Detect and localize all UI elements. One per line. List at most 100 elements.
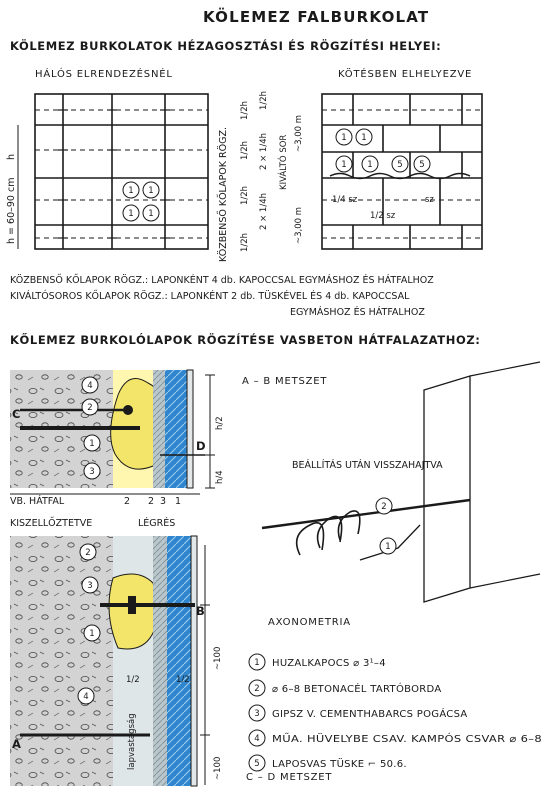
callout-1: 1 [361, 133, 366, 143]
section-letter: A [12, 737, 22, 751]
legend-item: 4 MŰA. HÜVELYBE CSAV. KAMPÓS CSVAR ⌀ 6–8 [248, 729, 542, 747]
dim-label: ~100 [213, 647, 223, 670]
legend-number-badge [248, 679, 266, 697]
callout-1-text: 1 [89, 629, 94, 639]
stone-slab [10, 536, 113, 786]
callout-4 [81, 376, 99, 394]
grid-left-dim: h [6, 154, 17, 160]
callout-5: 5 [397, 160, 402, 170]
callout-2 [79, 543, 97, 561]
axo-rod [261, 498, 471, 530]
section-cd: 2 3 1 4 B A lapvastagság 1/2 1/2 ~100 ~1… [10, 535, 332, 787]
legend-item: 1 HUZALKAPOCS ⌀ 3¹–4 [248, 653, 386, 671]
callout-1 [83, 624, 101, 642]
grid-left-mark: 1/2h [240, 141, 250, 160]
wall-label: VB. HÁTFAL [10, 495, 65, 507]
callout-3-text: 3 [89, 467, 94, 477]
callout-4 [77, 687, 95, 705]
grid-right-wave-joint [329, 172, 471, 180]
grid-left-label: HÁLÓS ELRENDEZÉSNÉL [35, 67, 173, 80]
callout-1: 1 [341, 160, 346, 170]
legend: 1 HUZALKAPOCS ⌀ 3¹–4 2 ⌀ 6–8 BETONACÉL T… [248, 653, 542, 772]
half-mark: 1/2 [176, 675, 190, 685]
callout-2-text: 2 [85, 548, 90, 558]
grid-left-callouts: 1 1 1 1 [122, 181, 160, 222]
grid-right-dim: 1/4 sz [332, 195, 358, 205]
callout-5: 5 [419, 160, 424, 170]
axo-wall-face [423, 375, 471, 603]
grid-left-side-mark: 1/2h [259, 91, 269, 110]
legend-item: 5 LAPOSVAS TÜSKE ⌐ 50.6. [248, 754, 407, 772]
callout-3 [81, 576, 99, 594]
callout-1: 1 [367, 160, 372, 170]
dim-label: h/2 [215, 416, 225, 430]
section-letter: C [12, 407, 21, 421]
callout-2-text: 2 [87, 403, 92, 413]
callout-1-text: 1 [89, 439, 94, 449]
callout-1: 1 [341, 133, 346, 143]
grid-right-dim: sz [425, 195, 434, 205]
section-ab: 4 2 1 3 C D h/2 h/4 A – B METSZET [10, 369, 327, 489]
grid-left-side-mark: 2 × 1/4h [259, 193, 269, 230]
axo-clip [295, 510, 361, 556]
anchor-plate [128, 596, 136, 614]
grid-left-vertical-note: KÖZBENSŐ KŐLAPOK RÖGZ. [218, 127, 229, 262]
vertical-note: lapvastagság [127, 713, 137, 770]
legend-number: 3 [254, 709, 259, 719]
callout-3-text: 3 [87, 581, 92, 591]
callout-1: 1 [128, 209, 133, 219]
axonometry: 2 1 BEÁLLÍTÁS UTÁN VISSZAHAJTVA AXONOMET… [261, 361, 541, 628]
legend-item: 3 GIPSZ V. CEMENTHABARCS POGÁCSA [248, 704, 468, 722]
drawing-subtitle: KÖLEMEZ BURKOLATOK HÉZAGOSZTÁSI ÉS RÖGZÍ… [10, 38, 441, 53]
half-mark: 1/2 [126, 675, 140, 685]
grid-left-mark: 1/2h [240, 101, 250, 120]
tolerance-label: KISZELLŐZTETVE [10, 518, 92, 529]
grid-left: HÁLÓS ELRENDEZÉSNÉL 1 1 1 1 h h = 60–90 … [6, 67, 269, 262]
air-gap [165, 370, 187, 488]
grid-right-label: KÖTÉSBEN ELHELYEZVE [338, 67, 472, 80]
axo-note: BEÁLLÍTÁS UTÁN VISSZAHAJTVA [292, 459, 443, 471]
legend-text: GIPSZ V. CEMENTHABARCS POGÁCSA [272, 707, 468, 720]
section-ab-label: A – B METSZET [242, 376, 327, 387]
section-letter: D [196, 439, 206, 453]
legend-text: HUZALKAPOCS ⌀ 3¹–4 [272, 658, 386, 669]
air-gap-wall [153, 370, 165, 488]
layer-number: 1 [175, 496, 181, 507]
grid-left-pegs [58, 109, 170, 239]
note-line: EGYMÁSHOZ ÉS HÁTFALHOZ [290, 306, 425, 318]
grid-left-mark: 1/2h [240, 186, 250, 205]
legend-number: 5 [254, 759, 259, 769]
callout-1: 1 [128, 186, 133, 196]
section-cd-label: C – D METSZET [246, 772, 332, 783]
callout-1-text: 1 [385, 542, 390, 552]
grid-right-dim: ~3,00 m [294, 207, 304, 244]
grid-right-callouts: 1 1 1 1 5 5 [335, 128, 431, 173]
anchor-head [123, 405, 133, 415]
grid-left-mark: 1/2h [240, 233, 250, 252]
legend-number-badge [248, 754, 266, 772]
legend-number-badge [248, 729, 266, 747]
grid-right-dim: 1/2 sz [370, 211, 396, 221]
gap-label: LÉGRÉS [138, 517, 175, 529]
legend-number: 4 [254, 734, 259, 744]
legend-text: MŰA. HÜVELYBE CSAV. KAMPÓS CSVAR ⌀ 6–8 [272, 731, 542, 745]
callout-2 [81, 398, 99, 416]
grid-left-dim: h = 60–90 cm [6, 178, 17, 244]
grid-right-dim: ~3,00 m [294, 115, 304, 152]
grid-left-frame [34, 93, 209, 250]
legend-number: 2 [254, 684, 259, 694]
layer-number: 2 [124, 496, 130, 507]
air-gap [167, 536, 191, 786]
grid-right: KÖTÉSBEN ELHELYEZVE 1 1 1 1 5 5 [277, 67, 483, 250]
callout-1 [83, 434, 101, 452]
facing-edge [186, 369, 194, 489]
callout-1 [379, 537, 397, 555]
layer-labels: VB. HÁTFAL 2 2 3 1 KISZELLŐZTETVE LÉGRÉS [10, 493, 200, 529]
legend-number-badge [248, 704, 266, 722]
drawing-title: KÖLEMEZ FALBURKOLAT [203, 7, 429, 26]
callout-2 [375, 497, 393, 515]
section-letter: B [196, 604, 205, 618]
legend-number-badge [248, 653, 266, 671]
note-line: KÖZBENSŐ KŐLAPOK RÖGZ.: LAPONKÉNT 4 db. … [10, 274, 434, 286]
legend-text: LAPOSVAS TÜSKE ⌐ 50.6. [272, 757, 407, 770]
